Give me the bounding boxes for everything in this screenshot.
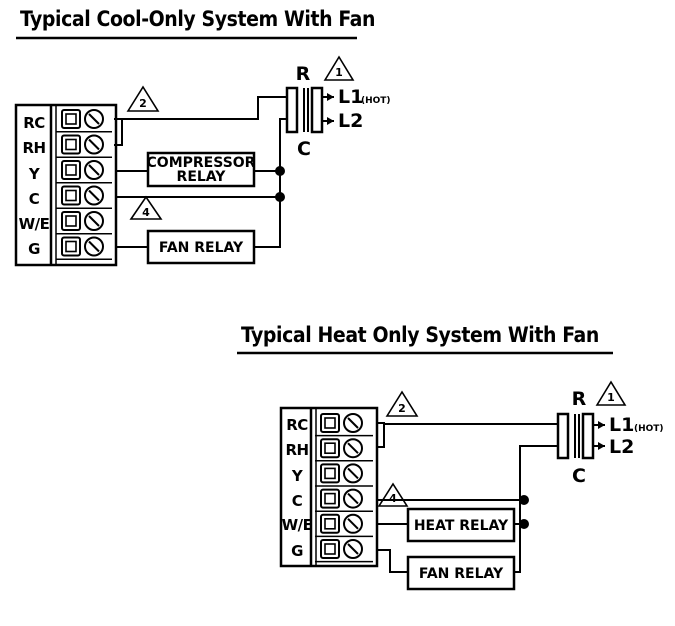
terminal-label-g: G xyxy=(28,240,40,258)
terminal-label-rc: RC xyxy=(286,416,308,434)
junction-dot xyxy=(519,519,529,529)
l2-label: L2 xyxy=(609,436,634,458)
terminal-label-y: Y xyxy=(291,467,304,485)
rc-rh-jumper xyxy=(114,118,123,146)
wire-common-bus xyxy=(514,445,560,573)
hot-label: (HOT) xyxy=(634,424,664,434)
transformer-r-label: R xyxy=(572,388,587,410)
terminal-screw-row xyxy=(315,463,373,487)
svg-text:2: 2 xyxy=(398,402,406,415)
terminal-label-rh: RH xyxy=(285,441,308,459)
terminal-screw-row xyxy=(315,413,373,437)
terminal-label-we: W/E xyxy=(19,215,50,233)
transformer: R C L1 (HOT) L2 xyxy=(285,63,391,160)
terminal-block: RC RH Y C W/E G xyxy=(279,406,379,568)
terminal-screw-row xyxy=(56,211,112,235)
cool-only-diagram: Typical Cool-Only System With Fan RC RH … xyxy=(14,7,391,267)
heat-relay: HEAT RELAY xyxy=(406,507,516,543)
terminal-screw-row xyxy=(315,539,373,563)
svg-text:RELAY: RELAY xyxy=(177,169,227,185)
terminal-screws xyxy=(315,413,373,563)
diagram-title: Typical Heat Only System With Fan xyxy=(241,323,599,347)
svg-text:1: 1 xyxy=(607,391,615,404)
l1-label: L1 xyxy=(609,414,634,436)
terminal-block: RC RH Y C W/E G xyxy=(14,103,118,267)
svg-text:FAN RELAY: FAN RELAY xyxy=(159,240,244,256)
terminal-screw-row xyxy=(56,160,112,184)
compressor-relay: COMPRESSOR RELAY xyxy=(147,151,256,188)
diagram-title: Typical Cool-Only System With Fan xyxy=(20,7,375,31)
wire-common-bus xyxy=(254,118,290,248)
hot-label: (HOT) xyxy=(361,96,391,106)
note-4-marker: 4 xyxy=(129,195,163,220)
junction-dot xyxy=(519,495,529,505)
transformer: R C L1 (HOT) L2 xyxy=(556,388,664,487)
heat-only-diagram: Typical Heat Only System With Fan RC RH … xyxy=(237,323,664,591)
l2-label: L2 xyxy=(338,110,363,132)
note-2-marker: 2 xyxy=(385,390,419,417)
terminal-label-we: W/E xyxy=(282,516,313,534)
rc-rh-jumper xyxy=(376,422,385,448)
svg-text:FAN RELAY: FAN RELAY xyxy=(419,566,504,582)
junction-dot xyxy=(275,192,285,202)
terminal-label-y: Y xyxy=(28,165,41,183)
terminal-screw-row xyxy=(315,438,373,462)
terminal-screw-row xyxy=(315,488,373,512)
svg-text:2: 2 xyxy=(139,97,147,110)
svg-text:COMPRESSOR: COMPRESSOR xyxy=(147,155,256,171)
svg-text:HEAT RELAY: HEAT RELAY xyxy=(414,518,509,534)
l1-label: L1 xyxy=(338,86,363,108)
terminal-label-rc: RC xyxy=(23,114,45,132)
fan-relay: FAN RELAY xyxy=(406,555,516,591)
note-2-marker: 2 xyxy=(126,85,160,112)
terminal-label-c: C xyxy=(29,190,40,208)
terminal-screw-row xyxy=(56,185,112,209)
terminal-screw-row xyxy=(56,236,112,260)
svg-text:4: 4 xyxy=(389,492,397,505)
note-1-marker: 1 xyxy=(323,55,355,81)
terminal-screw-row xyxy=(315,513,373,538)
transformer-c-label: C xyxy=(297,138,311,160)
svg-text:4: 4 xyxy=(142,206,150,219)
svg-text:1: 1 xyxy=(335,66,343,79)
terminal-label-c: C xyxy=(292,492,303,510)
transformer-c-label: C xyxy=(572,465,586,487)
terminal-screws xyxy=(56,109,112,260)
terminal-label-rh: RH xyxy=(22,139,45,157)
note-1-marker: 1 xyxy=(595,380,627,406)
note-4-marker: 4 xyxy=(377,482,409,507)
wire-rc-to-r xyxy=(122,96,288,120)
terminal-screw-row xyxy=(56,109,112,133)
transformer-r-label: R xyxy=(296,63,311,85)
terminal-label-g: G xyxy=(291,542,303,560)
terminal-screw-row xyxy=(56,134,112,158)
fan-relay: FAN RELAY xyxy=(146,229,256,265)
wire-g-to-fan xyxy=(377,549,408,573)
junction-dot xyxy=(275,166,285,176)
